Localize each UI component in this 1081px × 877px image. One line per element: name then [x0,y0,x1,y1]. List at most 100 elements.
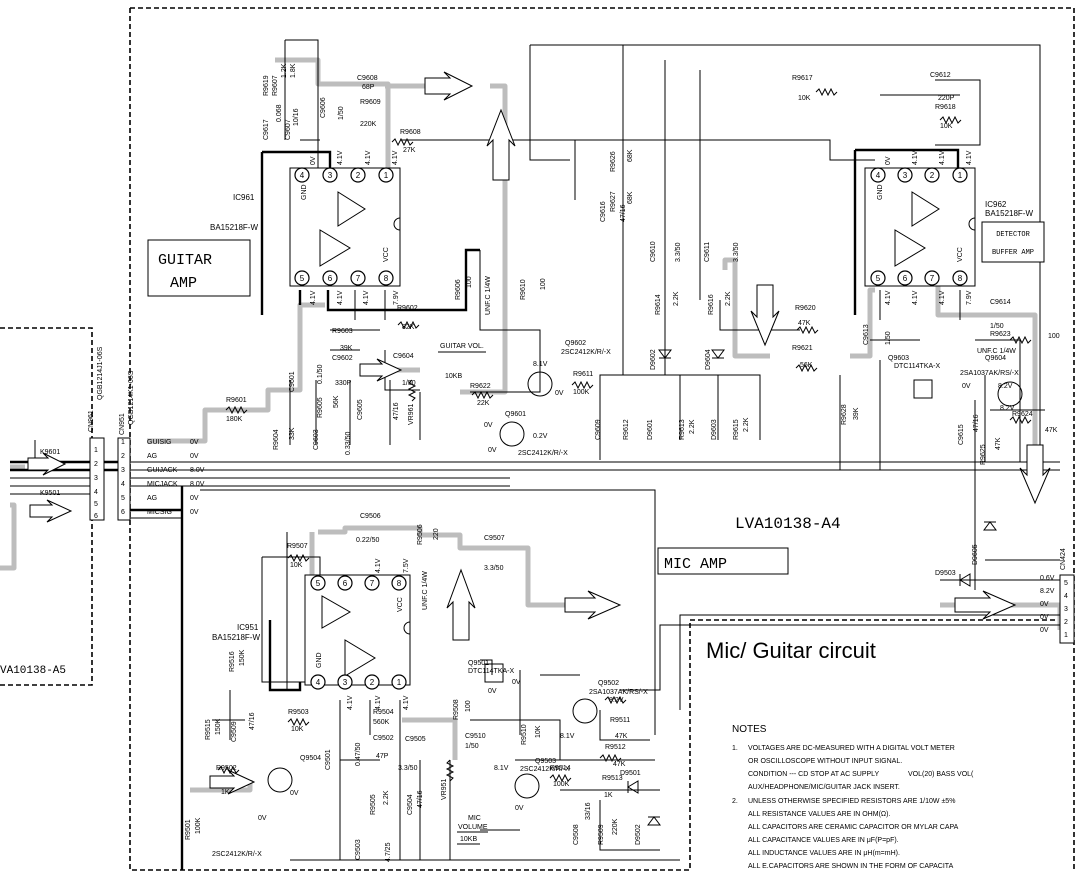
svg-text:2SC2412K/R/-X: 2SC2412K/R/-X [561,349,611,356]
svg-text:4.1V: 4.1V [310,290,317,305]
svg-text:8.2V: 8.2V [998,383,1013,390]
svg-text:QGB1214K1-06S: QGB1214K1-06S [128,370,135,425]
svg-text:GUITAR VOL.: GUITAR VOL. [440,343,484,350]
svg-text:R9617: R9617 [792,75,813,82]
svg-text:C9507: C9507 [484,535,505,542]
svg-text:R9612: R9612 [623,419,630,440]
board-outlines [0,7,1075,871]
svg-text:2: 2 [370,678,375,687]
svg-text:0V: 0V [190,509,199,516]
svg-text:R9603: R9603 [332,328,353,335]
svg-text:0.2V: 0.2V [533,433,548,440]
svg-text:R9512: R9512 [605,744,626,751]
svg-text:220K: 220K [612,818,619,835]
ic951: 5 6 7 8 4 3 2 1 GND VCC 4.1V 7.5V 4.1V 4… [212,558,411,710]
svg-text:560K: 560K [373,719,390,726]
svg-text:OR OSCILLOSCOPE WITHOUT INPUT: OR OSCILLOSCOPE WITHOUT INPUT SIGNAL. [748,758,902,765]
svg-text:47/16: 47/16 [393,402,400,420]
svg-text:7: 7 [356,274,361,283]
svg-text:0.1/50: 0.1/50 [317,364,324,384]
svg-text:220P: 220P [938,95,955,102]
svg-text:4.1V: 4.1V [912,150,919,165]
svg-text:1K: 1K [604,792,613,799]
svg-text:1.2K: 1.2K [281,63,288,78]
svg-text:4.1V: 4.1V [939,290,946,305]
svg-text:GND: GND [877,184,884,200]
svg-text:C9604: C9604 [393,353,414,360]
svg-text:R9607: R9607 [272,75,279,96]
svg-text:Q9603: Q9603 [888,355,909,362]
svg-text:8.2V: 8.2V [1000,405,1015,412]
svg-text:4.1V: 4.1V [375,695,382,710]
svg-text:0V: 0V [190,453,199,460]
svg-text:1: 1 [384,171,389,180]
svg-text:6: 6 [328,274,333,283]
svg-text:56K: 56K [800,362,813,369]
svg-text:R9501: R9501 [185,819,192,840]
svg-text:C9605: C9605 [357,399,364,420]
svg-text:0V: 0V [484,422,493,429]
svg-text:10K: 10K [290,562,303,569]
svg-text:3: 3 [94,475,98,482]
arrow-right-7 [29,499,73,523]
svg-text:1/50: 1/50 [885,331,892,345]
mic-amp-label: MIC AMP [664,556,727,573]
svg-text:1/50: 1/50 [338,106,345,120]
svg-text:C9611: C9611 [704,242,711,262]
notes-title: NOTES [732,724,767,735]
svg-text:K9501: K9501 [40,490,60,497]
svg-text:3: 3 [121,467,125,474]
svg-text:CONDITION --- CD STOP AT AC SU: CONDITION --- CD STOP AT AC SUPPLY [748,771,880,778]
ic951-part: BA15218F-W [212,633,260,642]
svg-text:7: 7 [370,579,375,588]
svg-text:C9510: C9510 [465,733,486,740]
svg-text:100K: 100K [195,817,202,834]
svg-text:7.9V: 7.9V [966,290,973,305]
ic962-ref: IC962 [985,200,1007,209]
svg-text:2SC2412K/R/-X: 2SC2412K/R/-X [518,450,568,457]
left-board-id: VA10138-A5 [0,665,66,677]
svg-text:UNF.C 1/4W: UNF.C 1/4W [977,348,1016,355]
svg-text:1/50: 1/50 [465,743,479,750]
svg-text:UNF.C 1/4W: UNF.C 1/4W [485,276,492,315]
svg-text:R9606: R9606 [455,279,462,300]
svg-text:AUX/HEADPHONE/MIC/GUITAR JACK: AUX/HEADPHONE/MIC/GUITAR JACK INSERT. [748,784,900,791]
arrow-right-4 [954,590,1017,620]
svg-text:0V: 0V [488,688,497,695]
svg-text:33/16: 33/16 [585,802,592,820]
svg-text:47/16: 47/16 [417,790,424,808]
svg-text:8.2V: 8.2V [609,697,624,704]
svg-text:4.1V: 4.1V [363,290,370,305]
svg-text:D9602: D9602 [650,349,657,370]
arrow-down-2 [1019,444,1051,505]
svg-text:C9603: C9603 [313,429,320,450]
svg-text:5: 5 [876,274,881,283]
svg-text:47K: 47K [798,320,811,327]
svg-text:GUIJACK: GUIJACK [147,467,178,474]
svg-text:C9609: C9609 [595,419,602,440]
component-symbols [217,87,1032,826]
svg-text:0V: 0V [1040,627,1049,634]
svg-text:4.1V: 4.1V [885,290,892,305]
svg-text:D9604: D9604 [705,349,712,370]
svg-text:220: 220 [433,528,440,540]
ic962: 4 3 2 1 5 6 7 8 GND VCC 0V 4.1V 4.1V 4.1… [864,150,1045,305]
svg-text:R9602: R9602 [397,305,418,312]
cn951: 1 2 3 4 5 6 GUISIG AG GUIJACK MICJACK AG… [117,370,205,521]
svg-text:4.1V: 4.1V [403,695,410,710]
svg-text:R9507: R9507 [287,543,308,550]
svg-text:3.3/50: 3.3/50 [675,242,682,262]
svg-text:VR961: VR961 [408,403,415,425]
svg-text:4: 4 [316,678,321,687]
svg-text:0V: 0V [555,390,564,397]
svg-text:C9505: C9505 [405,736,426,743]
svg-text:3.3/50: 3.3/50 [398,765,418,772]
svg-text:QGB1214J1-06S: QGB1214J1-06S [97,346,104,400]
svg-text:10K: 10K [798,95,811,102]
svg-text:100: 100 [540,278,547,290]
svg-text:Q9502: Q9502 [598,680,619,687]
svg-text:ALL INDUCTANCE VALUES ARE IN μ: ALL INDUCTANCE VALUES ARE IN μH(m=mH). [748,850,900,857]
svg-text:4.1V: 4.1V [337,290,344,305]
svg-text:VOL(20) BASS VOL(: VOL(20) BASS VOL( [908,771,974,778]
svg-text:C9601: C9601 [289,371,296,392]
